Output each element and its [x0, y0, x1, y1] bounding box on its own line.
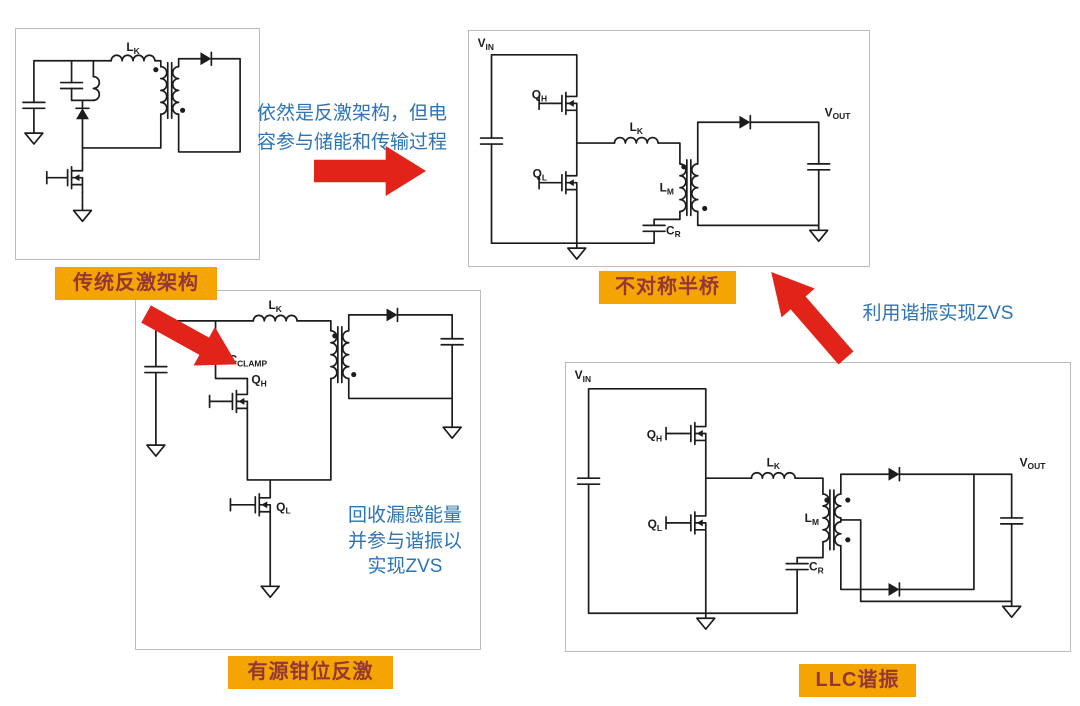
output-capacitor-icon	[440, 337, 464, 346]
resonant-capacitor-icon	[642, 224, 666, 233]
ql-label: QL	[533, 167, 547, 183]
panel-asymmetric-half-bridge: VIN QH QL LK LM CR VOUT	[468, 30, 870, 267]
note-line: 并参与谐振以	[347, 530, 462, 552]
vout-label: VOUT	[1020, 455, 1047, 471]
note-line: 容参与储能和传输过程	[256, 131, 447, 153]
diode-icon	[385, 307, 399, 323]
ground-icon	[567, 242, 587, 260]
capacitor-icon	[59, 81, 84, 90]
resonant-inductor-icon	[750, 471, 797, 480]
circuit-wires	[490, 53, 820, 245]
leakage-inductor-icon	[252, 314, 298, 322]
circuit-wires	[587, 387, 1013, 615]
low-side-mosfet-icon	[552, 166, 578, 199]
cr-label: CR	[809, 560, 824, 576]
traditional-flyback-schematic: LK	[22, 40, 241, 223]
secondary-winding-icon	[834, 493, 842, 519]
polarity-dot-icon	[332, 333, 338, 339]
high-side-mosfet-icon	[681, 417, 707, 450]
capacitor-icon	[22, 101, 46, 110]
lk-label: LK	[126, 40, 139, 56]
ground-icon	[146, 439, 166, 457]
ground-icon	[695, 612, 716, 630]
panel-traditional-flyback: LK	[15, 28, 260, 260]
lk-label: LK	[767, 455, 781, 471]
ground-icon	[24, 127, 44, 145]
qh-label: QH	[251, 373, 266, 389]
lk-label: LK	[268, 298, 282, 314]
diode-icon	[738, 114, 752, 130]
ground-icon	[72, 204, 93, 223]
input-capacitor-icon	[479, 137, 504, 145]
llc-resonant-schematic: VIN QH QL LK LM CR VOUT	[575, 368, 1047, 630]
note-line: 回收漏感能量	[347, 505, 462, 526]
panel-active-clamp-flyback: LK CCLAMP QH QL 回收漏感能量 并参与谐振以 实现ZVS	[135, 290, 481, 650]
input-capacitor-icon	[144, 365, 168, 374]
ql-label: QL	[276, 500, 290, 516]
polarity-dot-icon	[681, 164, 687, 170]
note-zvs-resonance: 利用谐振实现ZVS	[862, 303, 1014, 324]
diode-icon	[887, 582, 901, 597]
qh-label: QH	[532, 87, 547, 103]
polarity-dot-icon	[702, 205, 708, 212]
polarity-dot-icon	[351, 371, 357, 378]
output-capacitor-icon	[806, 163, 831, 171]
ground-icon	[808, 224, 829, 243]
leakage-inductor-icon	[613, 136, 659, 144]
cr-label: CR	[666, 223, 681, 239]
lk-label: LK	[630, 120, 643, 136]
vin-label: VIN	[478, 36, 494, 52]
panel-llc-resonant: VIN QH QL LK LM CR VOUT	[565, 362, 1071, 652]
polarity-dot-icon	[845, 537, 851, 543]
polarity-dot-icon	[845, 497, 851, 503]
secondary-winding-icon	[171, 65, 180, 116]
diode-icon	[199, 51, 213, 67]
polarity-dot-icon	[824, 497, 830, 503]
output-capacitor-icon	[999, 517, 1024, 525]
arrow-flyback-to-ahb-icon	[314, 146, 426, 196]
lm-label: LM	[660, 181, 674, 197]
polarity-dot-icon	[180, 107, 186, 113]
vin-label: VIN	[575, 368, 591, 384]
ground-icon	[1001, 600, 1022, 619]
lm-label: LM	[805, 511, 819, 527]
caption-asymmetric-half-bridge: 不对称半桥	[599, 271, 736, 304]
diode-icon	[75, 107, 90, 121]
note-acf-leakage: 回收漏感能量 并参与谐振以 实现ZVS	[339, 503, 471, 580]
input-capacitor-icon	[576, 477, 601, 486]
circuit-wires	[33, 57, 241, 207]
resonant-capacitor-icon	[785, 562, 809, 571]
asymmetric-half-bridge-schematic: VIN QH QL LK LM CR VOUT	[478, 36, 852, 260]
caption-traditional-flyback: 传统反激架构	[55, 267, 217, 300]
note-capacitor-energy: 依然是反激架构，但电 容参与储能和传输过程	[256, 100, 448, 157]
leakage-inductor-icon	[110, 54, 156, 62]
primary-winding-icon	[159, 65, 168, 116]
ql-label: QL	[648, 517, 662, 533]
secondary-winding-icon	[341, 329, 350, 380]
mosfet-icon	[57, 161, 84, 194]
low-side-mosfet-icon	[681, 507, 707, 539]
snubber-coil-icon	[92, 75, 101, 102]
diode-icon	[887, 466, 901, 482]
caption-active-clamp-flyback: 有源钳位反激	[228, 656, 393, 689]
main-mosfet-icon	[245, 489, 272, 521]
secondary-winding-icon	[690, 163, 699, 213]
caption-llc-resonant: LLC谐振	[799, 664, 916, 697]
ground-icon	[442, 421, 462, 440]
vout-label: VOUT	[825, 105, 852, 121]
qh-label: QH	[647, 427, 662, 443]
clamp-mosfet-icon	[222, 385, 249, 418]
polarity-dot-icon	[153, 67, 159, 73]
secondary-winding-icon	[834, 521, 842, 547]
high-side-mosfet-icon	[552, 87, 578, 120]
note-line: 实现ZVS	[367, 556, 443, 578]
ground-icon	[260, 580, 281, 599]
note-line: 依然是反激架构，但电	[256, 103, 447, 124]
primary-winding-icon	[679, 163, 687, 213]
